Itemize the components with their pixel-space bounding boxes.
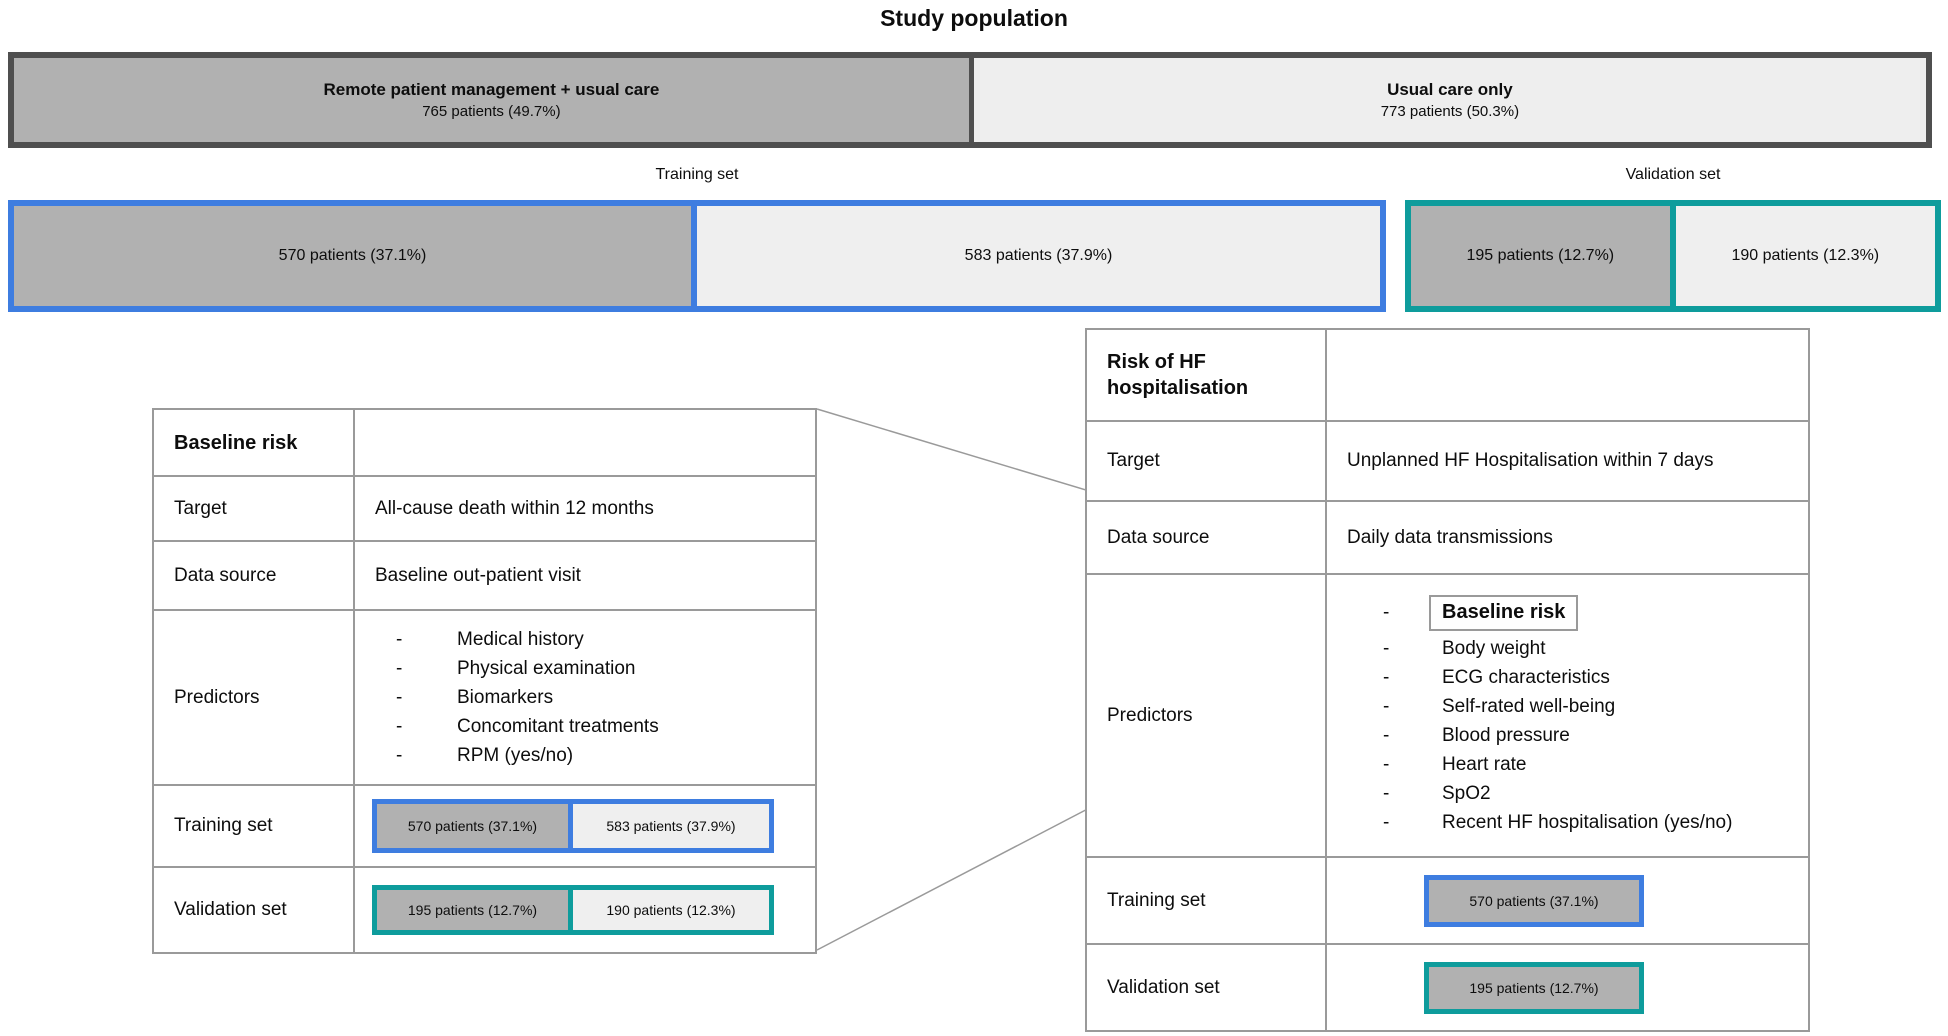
mini-bar-rpm-segment: 570 patients (37.1%) bbox=[377, 804, 573, 848]
table-row: Target Unplanned HF Hospitalisation with… bbox=[1087, 422, 1808, 502]
predictor-text: Physical examination bbox=[457, 658, 636, 679]
list-item: Self-rated well-being bbox=[1327, 692, 1808, 721]
list-item: Concomitant treatments bbox=[355, 712, 815, 741]
list-item: ECG characteristics bbox=[1327, 663, 1808, 692]
baseline-data-source-label: Data source bbox=[154, 542, 355, 609]
baseline-header-empty-cell bbox=[355, 410, 815, 475]
hf-training-box: 570 patients (37.1%) bbox=[1424, 874, 1644, 927]
baseline-training-label: Training set bbox=[154, 786, 355, 866]
list-item: Baseline risk bbox=[1327, 594, 1808, 631]
segment-rpm-label: Remote patient management + usual care bbox=[323, 80, 660, 99]
table-row: Validation set 195 patients (12.7%) bbox=[1087, 945, 1808, 1030]
validation-bar-uc-segment: 190 patients (12.3%) bbox=[1675, 206, 1935, 306]
hf-training-label: Training set bbox=[1087, 858, 1327, 943]
table-row: Validation set 195 patients (12.7%) 190 … bbox=[154, 868, 815, 952]
validation-set-bar: 195 patients (12.7%) 190 patients (12.3%… bbox=[1405, 200, 1941, 312]
list-item: Physical examination bbox=[355, 654, 815, 683]
training-set-label: Training set bbox=[655, 166, 739, 183]
hf-predictors-label: Predictors bbox=[1087, 575, 1327, 856]
table-row: Data source Daily data transmissions bbox=[1087, 502, 1808, 575]
predictor-text: Concomitant treatments bbox=[457, 716, 659, 737]
hf-header-empty-cell bbox=[1327, 330, 1808, 420]
segment-uc-count: 773 patients (50.3%) bbox=[1380, 103, 1520, 120]
baseline-predictors-cell: Medical history Physical examination Bio… bbox=[355, 611, 815, 784]
predictor-text: Self-rated well-being bbox=[1442, 695, 1616, 717]
hf-validation-label: Validation set bbox=[1087, 945, 1327, 1030]
hf-predictors-cell: Baseline risk Body weight ECG characteri… bbox=[1327, 575, 1808, 856]
baseline-validation-label: Validation set bbox=[154, 868, 355, 952]
list-item: Body weight bbox=[1327, 634, 1808, 663]
segment-uc-label: Usual care only bbox=[1387, 80, 1513, 99]
mini-bar-uc-segment: 190 patients (12.3%) bbox=[573, 890, 769, 930]
baseline-validation-cell: 195 patients (12.7%) 190 patients (12.3%… bbox=[355, 868, 815, 952]
predictor-text: Medical history bbox=[457, 629, 584, 650]
training-bar-rpm-segment: 570 patients (37.1%) bbox=[14, 206, 697, 306]
hf-hospitalisation-table: Risk of HF hospitalisation Target Unplan… bbox=[1085, 328, 1810, 1032]
training-set-bar: 570 patients (37.1%) 583 patients (37.9%… bbox=[8, 200, 1386, 312]
baseline-table-header: Baseline risk bbox=[154, 410, 355, 475]
baseline-risk-callout-box: Baseline risk bbox=[1429, 594, 1579, 631]
baseline-predictor-list: Medical history Physical examination Bio… bbox=[355, 625, 815, 770]
baseline-target-label: Target bbox=[154, 477, 355, 540]
hf-predictor-list: Baseline risk Body weight ECG characteri… bbox=[1327, 594, 1808, 837]
table-row: Target All-cause death within 12 months bbox=[154, 477, 815, 542]
mini-bar-uc-segment: 583 patients (37.9%) bbox=[573, 804, 769, 848]
predictor-text: ECG characteristics bbox=[1442, 666, 1610, 688]
predictor-text: Recent HF hospitalisation (yes/no) bbox=[1442, 811, 1733, 833]
baseline-training-cell: 570 patients (37.1%) 583 patients (37.9%… bbox=[355, 786, 815, 866]
hf-target-value: Unplanned HF Hospitalisation within 7 da… bbox=[1347, 450, 1714, 471]
hf-target-label: Target bbox=[1087, 422, 1327, 500]
validation-bar-rpm-segment: 195 patients (12.7%) bbox=[1411, 206, 1676, 306]
hf-validation-box: 195 patients (12.7%) bbox=[1424, 961, 1644, 1014]
predictor-text: Blood pressure bbox=[1442, 724, 1570, 746]
baseline-data-source-value: Baseline out-patient visit bbox=[375, 564, 581, 586]
training-bar-uc-segment: 583 patients (37.9%) bbox=[697, 206, 1380, 306]
baseline-target-value: All-cause death within 12 months bbox=[375, 497, 654, 519]
page-title: Study population bbox=[880, 5, 1068, 31]
segment-usual-care-only: Usual care only 773 patients (50.3%) bbox=[973, 58, 1926, 142]
list-item: Heart rate bbox=[1327, 750, 1808, 779]
hf-table-header: Risk of HF hospitalisation bbox=[1087, 330, 1327, 420]
table-row: Training set 570 patients (37.1%) bbox=[1087, 858, 1808, 945]
table-row: Predictors Medical history Physical exam… bbox=[154, 611, 815, 786]
table-row: Predictors Baseline risk Body weight ECG… bbox=[1087, 575, 1808, 858]
table-row: Training set 570 patients (37.1%) 583 pa… bbox=[154, 786, 815, 868]
validation-set-label: Validation set bbox=[1625, 166, 1721, 183]
segment-rpm-count: 765 patients (49.7%) bbox=[422, 103, 561, 120]
segment-rpm-usual-care: Remote patient management + usual care 7… bbox=[14, 58, 974, 142]
list-item: Biomarkers bbox=[355, 683, 815, 712]
baseline-risk-table: Baseline risk Target All-cause death wit… bbox=[152, 408, 817, 954]
hf-validation-cell: 195 patients (12.7%) bbox=[1327, 945, 1808, 1030]
list-item: RPM (yes/no) bbox=[355, 741, 815, 770]
predictor-text: Heart rate bbox=[1442, 753, 1527, 775]
baseline-validation-mini-bar: 195 patients (12.7%) 190 patients (12.3%… bbox=[372, 885, 774, 935]
study-population-bar: Remote patient management + usual care 7… bbox=[8, 52, 1932, 148]
list-item: Recent HF hospitalisation (yes/no) bbox=[1327, 808, 1808, 837]
list-item: Blood pressure bbox=[1327, 721, 1808, 750]
table-row: Baseline risk bbox=[154, 410, 815, 477]
hf-data-source-label: Data source bbox=[1087, 502, 1327, 573]
table-row: Risk of HF hospitalisation bbox=[1087, 330, 1808, 422]
list-item: SpO2 bbox=[1327, 779, 1808, 808]
mini-bar-rpm-segment: 195 patients (12.7%) bbox=[377, 890, 573, 930]
baseline-predictors-label: Predictors bbox=[154, 611, 355, 784]
table-row: Data source Baseline out-patient visit bbox=[154, 542, 815, 611]
baseline-training-mini-bar: 570 patients (37.1%) 583 patients (37.9%… bbox=[372, 799, 774, 853]
list-item: Medical history bbox=[355, 625, 815, 654]
predictor-text: Biomarkers bbox=[457, 687, 554, 708]
predictor-text: RPM (yes/no) bbox=[457, 745, 574, 766]
hf-data-source-value: Daily data transmissions bbox=[1347, 526, 1553, 548]
hf-training-cell: 570 patients (37.1%) bbox=[1327, 858, 1808, 943]
predictor-text: SpO2 bbox=[1442, 782, 1491, 804]
predictor-text: Body weight bbox=[1442, 637, 1546, 659]
